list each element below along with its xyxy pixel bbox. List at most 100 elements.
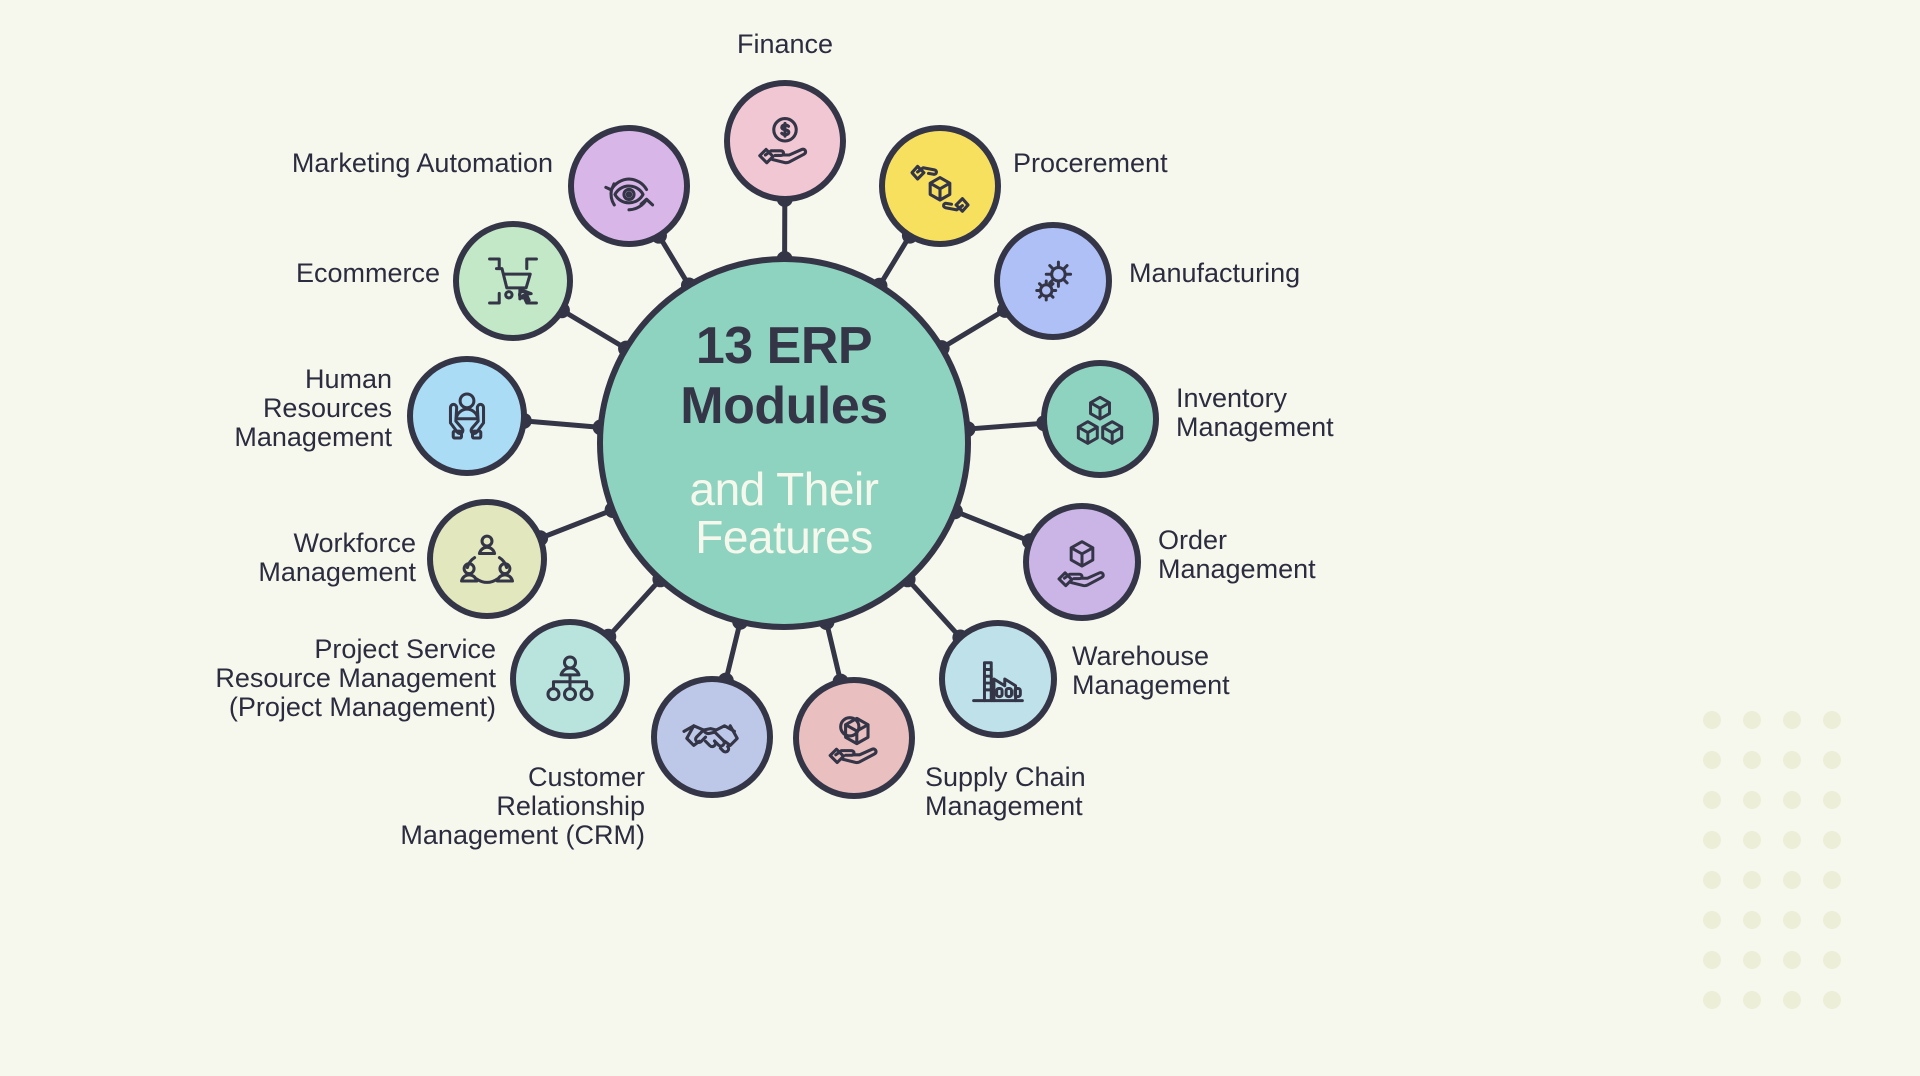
decorative-dot bbox=[1703, 911, 1721, 929]
decorative-dot bbox=[1743, 951, 1761, 969]
decorative-dot bbox=[1823, 991, 1841, 1009]
module-label-line: Relationship bbox=[496, 791, 645, 821]
connector-workforce-management bbox=[537, 507, 616, 541]
decorative-dot bbox=[1823, 831, 1841, 849]
package-on-hand-icon bbox=[828, 716, 878, 765]
module-label-line: Management (CRM) bbox=[400, 820, 645, 850]
module-label-line: Resource Management bbox=[215, 663, 496, 693]
module-label-marketing-automation: Marketing Automation bbox=[292, 148, 553, 178]
module-circle-warehouse-management[interactable] bbox=[939, 620, 1057, 738]
module-label-ecommerce: Ecommerce bbox=[296, 258, 440, 288]
hub-subtitle-line1: and Their bbox=[689, 463, 878, 515]
connector-marketing-automation bbox=[656, 233, 692, 288]
decorative-dot bbox=[1743, 711, 1761, 729]
module-label-line: Management bbox=[925, 791, 1083, 821]
decorative-dot bbox=[1823, 951, 1841, 969]
module-circle-customer-relationship-management[interactable] bbox=[651, 676, 773, 798]
module-label-line: Customer bbox=[528, 762, 645, 792]
connector-inventory-management bbox=[964, 420, 1047, 432]
decorative-dot bbox=[1703, 951, 1721, 969]
decorative-dot bbox=[1703, 791, 1721, 809]
module-labels: FinanceProcerementManufacturingInventory… bbox=[215, 29, 1334, 850]
hub-title-line1: 13 ERP bbox=[696, 317, 872, 375]
hands-holding-person-icon bbox=[448, 392, 486, 440]
decorative-dot bbox=[1783, 751, 1801, 769]
decorative-dot bbox=[1783, 791, 1801, 809]
module-circle-procurement[interactable] bbox=[879, 125, 1001, 247]
module-label-line: Workforce bbox=[293, 528, 416, 558]
module-label-line: Manufacturing bbox=[1129, 258, 1300, 288]
module-circle-human-resources-management[interactable] bbox=[407, 356, 527, 476]
org-chart-icon bbox=[546, 655, 594, 702]
connector-warehouse-management bbox=[905, 576, 963, 641]
module-label-line: Order bbox=[1158, 525, 1227, 555]
decorative-dot bbox=[1823, 791, 1841, 809]
connector-manufacturing bbox=[939, 307, 1008, 351]
module-label-line: Finance bbox=[737, 29, 833, 59]
hand-holding-coin-icon bbox=[758, 117, 808, 165]
people-network-icon bbox=[460, 534, 514, 584]
connector-supply-chain-management bbox=[823, 619, 844, 685]
shopping-cart-cursor-icon bbox=[488, 257, 538, 305]
handshake-icon bbox=[682, 724, 739, 754]
decorative-dot bbox=[1783, 991, 1801, 1009]
decorative-dot bbox=[1823, 911, 1841, 929]
module-label-manufacturing: Manufacturing bbox=[1129, 258, 1300, 288]
module-label-line: Warehouse bbox=[1072, 641, 1209, 671]
module-label-line: Management bbox=[1158, 554, 1316, 584]
decorative-dot bbox=[1823, 871, 1841, 889]
decorative-dot bbox=[1823, 751, 1841, 769]
connector-order-management bbox=[952, 508, 1033, 544]
gears-icon bbox=[1035, 260, 1073, 302]
decorative-dot bbox=[1783, 711, 1801, 729]
stacked-boxes-icon bbox=[1076, 395, 1124, 445]
module-label-line: Human bbox=[305, 364, 392, 394]
module-label-line: Management bbox=[1176, 412, 1334, 442]
module-label-line: Ecommerce bbox=[296, 258, 440, 288]
module-label-line: Inventory bbox=[1176, 383, 1288, 413]
module-label-finance: Finance bbox=[737, 29, 833, 59]
module-label-line: Project Service bbox=[314, 634, 496, 664]
eye-refresh-icon bbox=[604, 177, 655, 212]
decorative-dot bbox=[1823, 711, 1841, 729]
connector-ecommerce bbox=[559, 307, 629, 352]
decorative-dot bbox=[1743, 871, 1761, 889]
module-label-line: Procerement bbox=[1013, 148, 1168, 178]
module-label-line: Management bbox=[258, 557, 416, 587]
decorative-dot bbox=[1743, 991, 1761, 1009]
module-circle-ecommerce[interactable] bbox=[453, 221, 573, 341]
factory-icon bbox=[972, 661, 1024, 703]
module-label-line: Supply Chain bbox=[925, 762, 1086, 792]
hub-background bbox=[597, 256, 971, 630]
decorative-dot bbox=[1783, 911, 1801, 929]
connector-procurement bbox=[876, 233, 913, 289]
decorative-dot-grid bbox=[1703, 711, 1841, 1009]
decorative-dot bbox=[1703, 751, 1721, 769]
hub-title-line2: Modules bbox=[680, 377, 887, 435]
module-label-line: Management bbox=[1072, 670, 1230, 700]
decorative-dot bbox=[1783, 871, 1801, 889]
module-label-line: Marketing Automation bbox=[292, 148, 553, 178]
module-circle-supply-chain-management[interactable] bbox=[793, 677, 915, 799]
decorative-dot bbox=[1743, 911, 1761, 929]
module-label-line: (Project Management) bbox=[229, 692, 496, 722]
module-label-procurement: Procerement bbox=[1013, 148, 1168, 178]
decorative-dot bbox=[1703, 871, 1721, 889]
decorative-dot bbox=[1703, 991, 1721, 1009]
hub-subtitle-line2: Features bbox=[695, 511, 873, 563]
decorative-dot bbox=[1783, 951, 1801, 969]
module-circle-workforce-management[interactable] bbox=[427, 499, 547, 619]
decorative-dot bbox=[1743, 751, 1761, 769]
decorative-dot bbox=[1703, 831, 1721, 849]
box-on-hand-icon bbox=[1057, 540, 1105, 588]
decorative-dot bbox=[1743, 831, 1761, 849]
